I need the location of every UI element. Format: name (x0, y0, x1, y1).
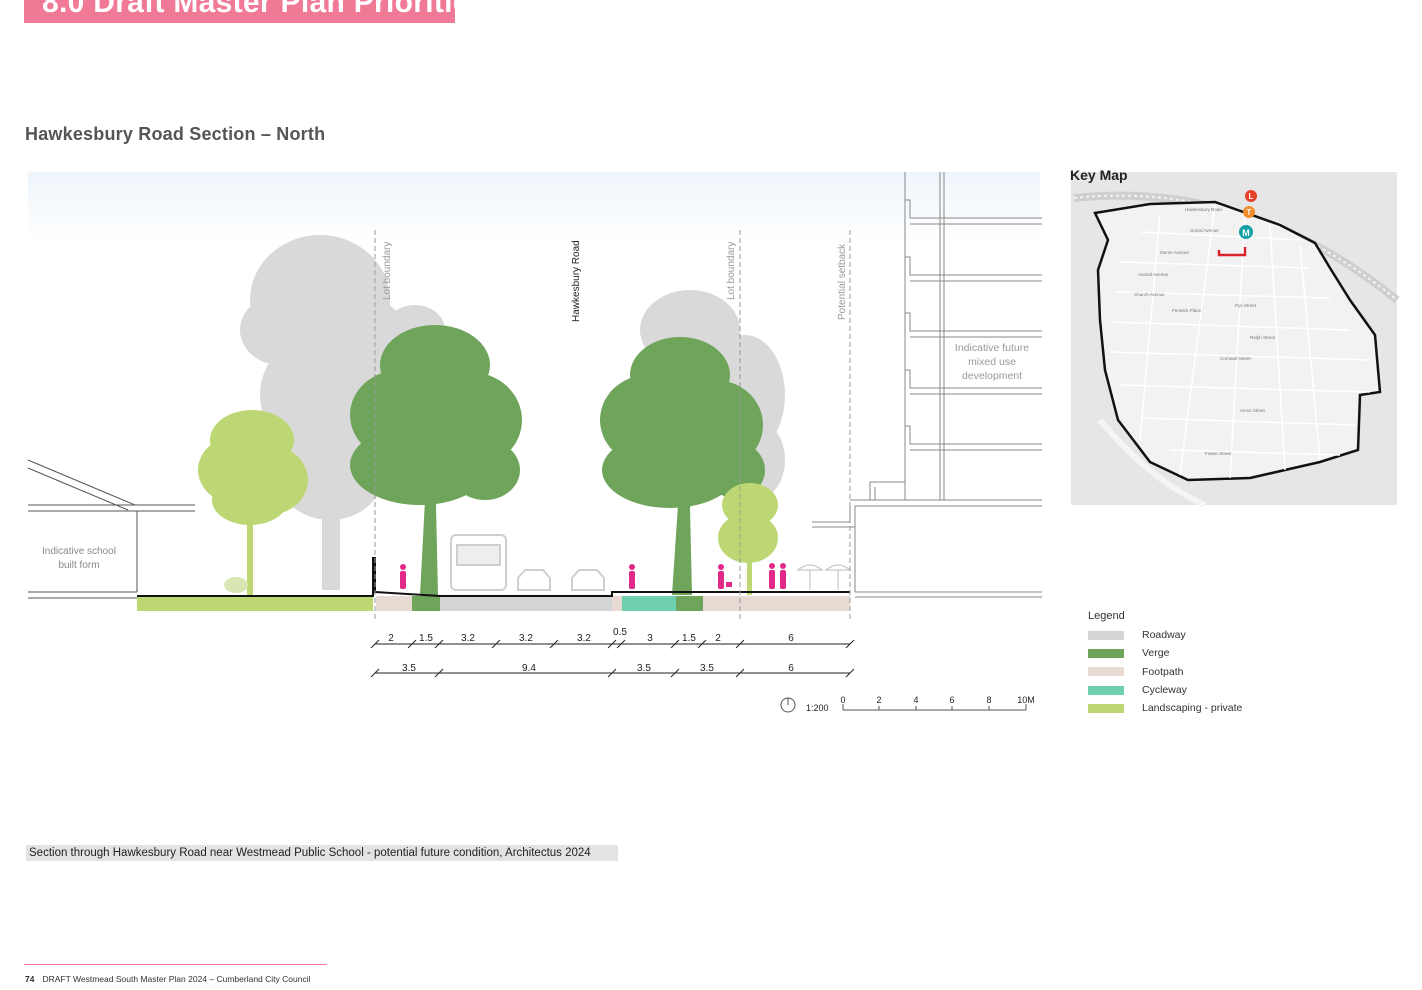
street-section-diagram: Indicative school built form (27, 172, 1400, 713)
legend-swatch-roadway (1088, 630, 1124, 640)
dimension-row-2 (370, 668, 855, 678)
svg-text:Grand Avenue: Grand Avenue (1190, 228, 1219, 233)
car-2 (571, 569, 605, 591)
scale-ratio: 1:200 (806, 703, 829, 713)
tree-light-green-right (718, 483, 778, 595)
future-building (812, 172, 1042, 598)
scale-tick-4: 8 (986, 695, 991, 705)
tree-light-green-left (198, 410, 308, 595)
legend-label: Landscaping - private (1142, 702, 1243, 715)
dimension-row-1 (370, 639, 855, 649)
dim-r1-8: 2 (715, 633, 721, 644)
car-1 (517, 569, 551, 591)
dim-r1-1: 1.5 (419, 633, 433, 644)
train-marker-label: T (1247, 208, 1252, 217)
ground-profile (137, 557, 850, 597)
dim-r1-2: 3.2 (461, 633, 475, 644)
legend-swatch-cycleway (1088, 685, 1124, 695)
tree-green-right (600, 337, 765, 595)
legend-title: Legend (1088, 610, 1125, 622)
section-title: Hawkesbury Road Section – North (25, 124, 326, 144)
scale-tick-5: 10M (1017, 695, 1035, 705)
scale-tick-0: 0 (840, 695, 845, 705)
cafe-umbrellas (796, 564, 852, 590)
svg-text:Hawkesbury Road: Hawkesbury Road (1185, 207, 1222, 212)
legend-swatch-landscaping (1088, 703, 1124, 713)
vehicles (450, 534, 605, 591)
page-number: 74 (25, 974, 35, 984)
dim-r1-6: 3 (647, 633, 653, 644)
dim-r2-3: 3.5 (700, 663, 714, 674)
legend-swatch-verge (1088, 648, 1124, 658)
key-map-title: Key Map (1070, 167, 1128, 183)
footer-text: DRAFT Westmead South Master Plan 2024 – … (42, 974, 311, 984)
chapter-heading-tab: 8.0 Draft Master Plan Priorities (24, 0, 455, 23)
lot-boundary-left-label: Lot boundary (382, 242, 393, 300)
future-building-label-1: Indicative future (955, 342, 1029, 354)
school-building (27, 459, 195, 599)
metro-marker-label: M (1242, 228, 1250, 238)
legend-label: Footpath (1142, 665, 1184, 678)
dim-r1-0: 2 (388, 633, 394, 644)
legend: Legend Roadway Verge Footpath Cycleway L… (1088, 610, 1288, 717)
legend-item: Landscaping - private (1088, 699, 1288, 717)
section-location-marker (1217, 247, 1247, 257)
svg-text:Fenwick Place: Fenwick Place (1172, 308, 1202, 313)
svg-text:Church Avenue: Church Avenue (1134, 292, 1165, 297)
page-footer: 74 DRAFT Westmead South Master Plan 2024 … (25, 974, 311, 984)
dim-r2-2: 3.5 (637, 663, 651, 674)
dim-r2-4: 6 (788, 663, 794, 674)
legend-item: Cycleway (1088, 681, 1288, 699)
chapter-heading: 8.0 Draft Master Plan Priorities (42, 0, 455, 19)
boundary-lines (374, 230, 851, 620)
legend-label: Cycleway (1142, 684, 1187, 697)
ground-strips (137, 596, 850, 611)
legend-item: Footpath (1088, 663, 1288, 681)
scale-tick-1: 2 (876, 695, 881, 705)
legend-swatch-footpath (1088, 667, 1124, 677)
key-map: Grand Avenue Moree Avenue Austral Avenue… (1071, 172, 1400, 508)
potential-setback-label: Potential setback (837, 243, 848, 320)
svg-text:Pye Street: Pye Street (1235, 303, 1257, 308)
svg-text:Cornwall Street: Cornwall Street (1220, 356, 1252, 361)
future-building-label-2: mixed use (968, 356, 1016, 368)
legend-item: Verge (1088, 644, 1288, 662)
footer-rule (24, 964, 327, 965)
svg-text:Fraser Street: Fraser Street (1205, 451, 1232, 456)
legend-item: Roadway (1088, 626, 1288, 644)
dim-r1-3: 3.2 (519, 633, 533, 644)
svg-text:Ralph Street: Ralph Street (1250, 335, 1276, 340)
scale-bar: 1:200 0 2 4 6 8 10M (780, 695, 1035, 713)
light-rail-marker-label: L (1249, 192, 1254, 201)
future-building-label-3: development (962, 370, 1022, 382)
dim-r2-1: 9.4 (522, 663, 536, 674)
pedestrians (400, 563, 786, 589)
road-name-label: Hawkesbury Road (571, 240, 582, 322)
metro-icon (1239, 225, 1253, 239)
scale-tick-2: 4 (913, 695, 918, 705)
dim-r1-9: 6 (788, 633, 794, 644)
legend-label: Roadway (1142, 629, 1186, 642)
light-rail-icon (1245, 190, 1257, 202)
school-label-line2: built form (58, 560, 99, 571)
figure-caption: Section through Hawkesbury Road near Wes… (26, 845, 618, 861)
dim-r2-0: 3.5 (402, 663, 416, 674)
dim-r1-5: 0.5 (613, 627, 627, 638)
svg-text:Austral Avenue: Austral Avenue (1138, 272, 1169, 277)
svg-text:Moree Avenue: Moree Avenue (1160, 250, 1189, 255)
scale-tick-3: 6 (949, 695, 954, 705)
train-icon (1243, 206, 1255, 218)
school-label-line1: Indicative school (42, 546, 116, 557)
lot-boundary-right-label: Lot boundary (726, 242, 737, 300)
svg-text:Amos Street: Amos Street (1240, 408, 1266, 413)
legend-label: Verge (1142, 647, 1170, 660)
dim-r1-4: 3.2 (577, 633, 591, 644)
dim-r1-7: 1.5 (682, 633, 696, 644)
sky-band (28, 172, 1040, 242)
